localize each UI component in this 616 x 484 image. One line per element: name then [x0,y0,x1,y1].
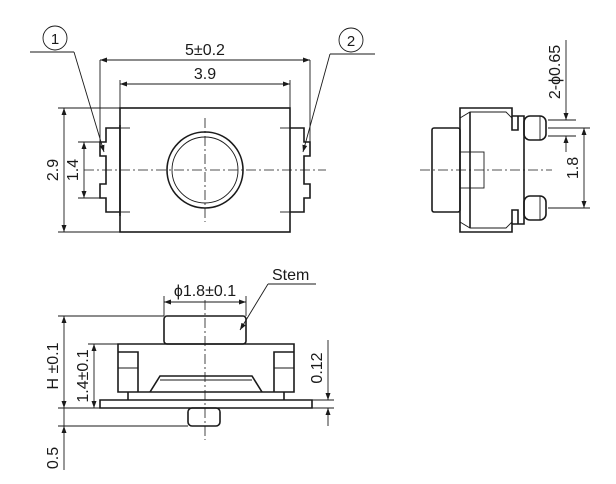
dim-height-total: H ±0.1 [45,342,62,389]
top-view: 5±0.2 3.9 2.9 1.4 1 2 [30,25,375,233]
side-view: 2-ϕ0.65 1.8 [420,40,590,233]
front-view: Stem ϕ1.8±0.1 H ±0.1 1.4±0.1 0.12 0.5 [45,267,334,470]
callout-pin2-circle [338,27,364,53]
callout-pin2-label: 2 [347,33,355,50]
front-base [99,399,313,409]
dim-pin-pitch: 1.8 [565,157,582,179]
stem-label: Stem [272,267,309,284]
dim-lead-thickness: 0.12 [309,352,326,383]
dim-stem-diameter: ϕ1.8±0.1 [174,283,236,300]
callout-pin1-circle [42,25,68,51]
dim-pin-diameter: 2-ϕ0.65 [547,45,564,99]
side-housing [459,107,525,233]
dim-height-body: 1.4±0.1 [75,349,92,402]
callout-pin1-label: 1 [51,31,59,48]
side-pin-top [523,115,547,141]
dim-height-inner: 1.4 [65,159,82,181]
dim-width-body: 3.9 [194,66,216,83]
dim-height-overall: 2.9 [45,159,62,181]
front-housing [117,343,295,393]
left-terminals [99,125,130,216]
front-bottom-nub [187,407,221,427]
dim-bottom-offset: 0.5 [45,447,62,469]
dim-width-overall: 5±0.2 [185,42,225,59]
side-pin-bottom [523,195,547,221]
